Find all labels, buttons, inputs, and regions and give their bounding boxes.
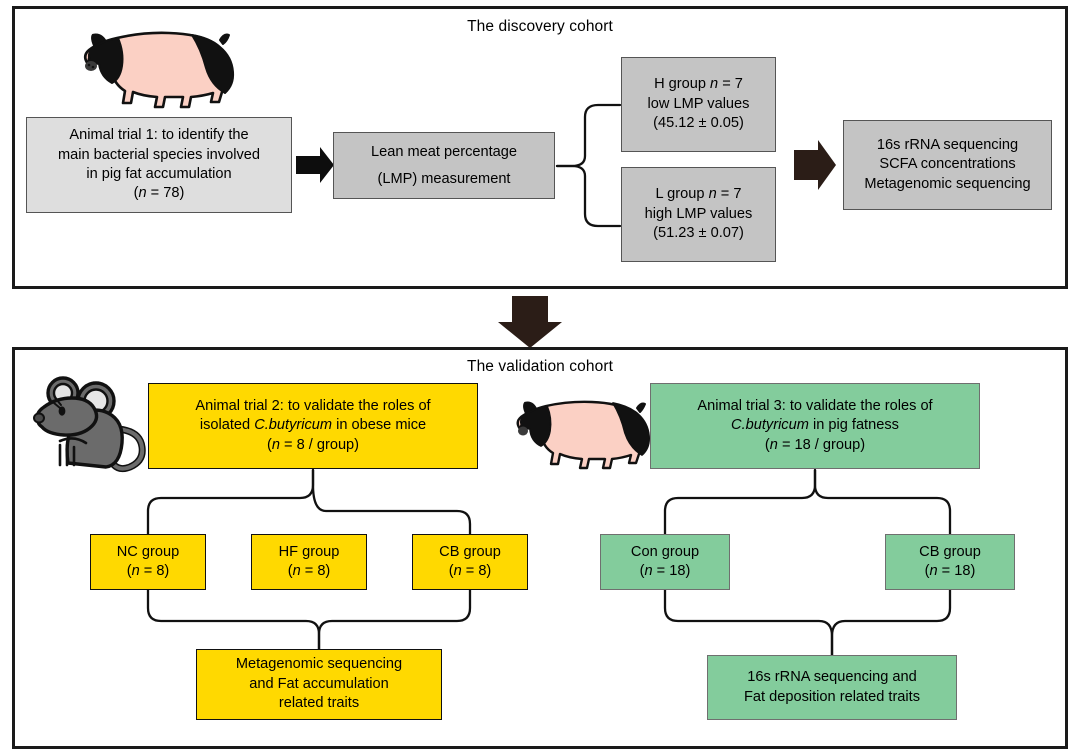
box-mice-outcome: Metagenomic sequencing and Fat accumulat… <box>196 649 442 720</box>
validation-panel-title: The validation cohort <box>467 358 613 375</box>
trial1-line-2: main bacterial species involved <box>58 146 260 163</box>
mice-outcome-line-1: Metagenomic sequencing <box>235 656 403 673</box>
trial2-line-3: (n = 8 / group) <box>266 436 360 453</box>
arrow-down-icon <box>498 296 562 348</box>
box-animal-trial-1: Animal trial 1: to identify the main bac… <box>26 117 292 213</box>
mice-outcome-line-3: related traits <box>278 695 360 712</box>
l-group-line-1: L group n = 7 <box>655 186 742 203</box>
cb-mice-group-n: (n = 8) <box>448 563 492 579</box>
hf-group-n: (n = 8) <box>287 563 331 579</box>
box-h-group: H group n = 7 low LMP values (45.12 ± 0.… <box>621 57 776 152</box>
h-group-line-3: (45.12 ± 0.05) <box>653 115 744 132</box>
mice-outcome-line-2: and Fat accumulation <box>249 675 389 692</box>
nc-group-n: (n = 8) <box>126 563 170 579</box>
h-group-line-2: low LMP values <box>647 95 750 112</box>
nc-group-name: NC group <box>116 543 180 560</box>
mouse-illustration-icon <box>33 376 146 473</box>
cb-pig-group-name: CB group <box>919 543 981 560</box>
trial1-line-3: in pig fat accumulation <box>86 166 232 182</box>
h-group-line-1: H group n = 7 <box>654 76 743 93</box>
box-cb-group-pig: CB group (n = 18) <box>885 534 1015 590</box>
box-hf-group: HF group (n = 8) <box>251 534 367 590</box>
assays-line-2: SCFA concentrations <box>879 156 1016 173</box>
assays-line-1: 16s rRNA sequencing <box>876 136 1019 153</box>
trial2-line-1: Animal trial 2: to validate the roles of <box>195 397 431 414</box>
pig-outcome-line-2: Fat deposition related traits <box>743 688 921 705</box>
trial3-line-3: (n = 18 / group) <box>764 436 866 453</box>
assays-line-3: Metagenomic sequencing <box>864 175 1031 192</box>
l-group-line-3: (51.23 ± 0.07) <box>653 225 744 242</box>
lmp-line-2: (LMP) measurement <box>377 170 511 187</box>
lmp-line-1: Lean meat percentage <box>370 143 518 160</box>
con-group-n: (n = 18) <box>639 563 691 579</box>
trial2-line-2: isolated C.butyricum in obese mice <box>199 417 427 434</box>
box-con-group: Con group (n = 18) <box>600 534 730 590</box>
box-animal-trial-2: Animal trial 2: to validate the roles of… <box>148 383 478 469</box>
trial1-line-1: Animal trial 1: to identify the <box>69 127 249 144</box>
discovery-panel-title: The discovery cohort <box>467 18 613 35</box>
l-group-line-2: high LMP values <box>644 205 753 222</box>
box-nc-group: NC group (n = 8) <box>90 534 206 590</box>
pig-illustration-icon <box>83 31 235 109</box>
trial1-line-4: (n = 78) <box>133 185 185 202</box>
box-lmp-measurement: Lean meat percentage (LMP) measurement <box>333 132 555 199</box>
box-l-group: L group n = 7 high LMP values (51.23 ± 0… <box>621 167 776 262</box>
trial3-line-2: C.butyricum in pig fatness <box>731 417 899 434</box>
pig-outcome-line-1: 16s rRNA sequencing and <box>747 669 917 686</box>
trial3-line-1: Animal trial 3: to validate the roles of <box>697 397 933 414</box>
con-group-name: Con group <box>630 543 700 560</box>
hf-group-name: HF group <box>278 543 340 560</box>
box-animal-trial-3: Animal trial 3: to validate the roles of… <box>650 383 980 469</box>
cb-pig-group-n: (n = 18) <box>924 563 976 579</box>
pig-illustration-icon-bottom <box>516 400 651 470</box>
cb-mice-group-name: CB group <box>439 543 501 560</box>
box-discovery-assays: 16s rRNA sequencing SCFA concentrations … <box>843 120 1052 210</box>
box-cb-group-mice: CB group (n = 8) <box>412 534 528 590</box>
box-pig-outcome: 16s rRNA sequencing and Fat deposition r… <box>707 655 957 720</box>
